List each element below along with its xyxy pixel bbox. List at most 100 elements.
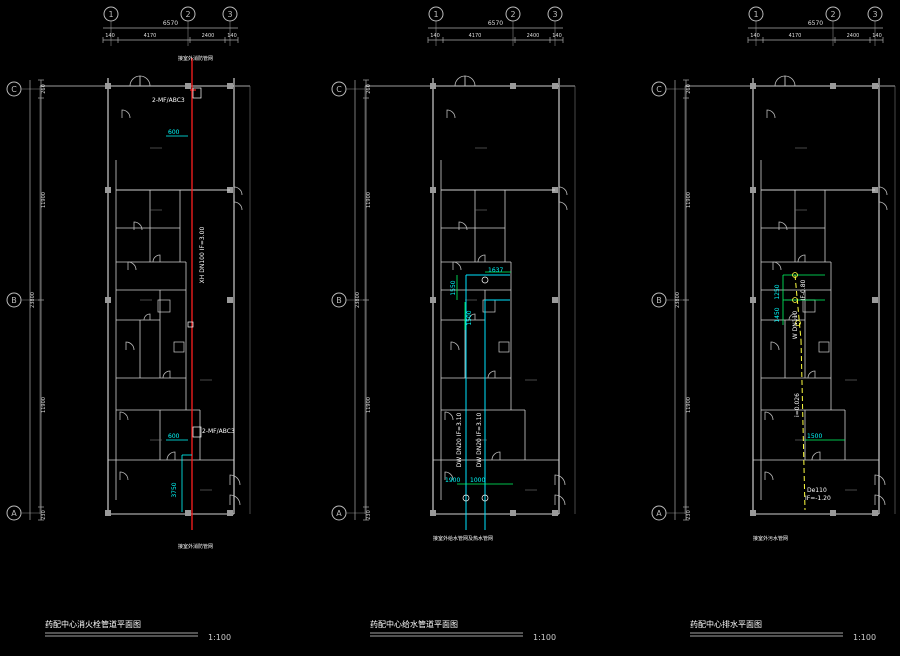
dim-text: 23800 (355, 292, 361, 308)
annotation: W DN110 (792, 311, 799, 340)
door-swing (127, 261, 137, 271)
door-swing (143, 313, 151, 321)
annotation: i=0.026 (794, 393, 801, 417)
dim-text: 11900 (41, 192, 47, 208)
column-post (185, 83, 191, 89)
drain-pipe (794, 274, 802, 341)
dim-text: 4170 (789, 33, 802, 39)
door-swing (233, 201, 243, 211)
annotation: 1550 (450, 280, 457, 295)
annotation: DW DN20 IF=3.10 (476, 412, 483, 467)
valve-symbol (481, 494, 489, 502)
column-post (105, 83, 111, 89)
drawing-title: 药配中心消火栓管道平面图 (45, 619, 141, 629)
door-swing (450, 341, 460, 351)
dim-text: 230 (41, 510, 47, 520)
door-swing (778, 221, 788, 231)
door-swing (811, 451, 821, 461)
door-swing (129, 75, 141, 87)
annotation: 1900 (445, 477, 460, 484)
equipment-box (498, 341, 510, 353)
column-post (872, 297, 878, 303)
door-swing (121, 109, 131, 119)
door-swing (766, 109, 776, 119)
door-swing (874, 474, 886, 486)
door-swing (464, 75, 476, 87)
dim-text: 11900 (686, 192, 692, 208)
door-swing (491, 451, 501, 461)
door-swing (554, 474, 566, 486)
door-swing (454, 75, 466, 87)
grid-row-label: C (11, 85, 17, 94)
dim-text: 140 (750, 33, 760, 39)
dim-text: 2400 (527, 33, 540, 39)
drawing-title: 药配中心排水平面图 (690, 619, 762, 629)
valve-symbol (187, 321, 194, 328)
annotation: 接室外消防管网 (178, 543, 213, 550)
grid-col-label: 3 (227, 10, 232, 19)
dim-text: 23800 (30, 292, 36, 308)
annotation: 600 (168, 129, 180, 136)
grid-row-label: C (336, 85, 342, 94)
grid-col-label: 2 (510, 10, 515, 19)
grid-row-label: A (336, 509, 342, 518)
grid-col-label: 2 (185, 10, 190, 19)
column-post (105, 297, 111, 303)
dim-text: 230 (686, 510, 692, 520)
dim-text: 2400 (202, 33, 215, 39)
door-swing (558, 201, 568, 211)
annotation: 1500 (466, 310, 473, 325)
equipment-box (173, 341, 185, 353)
annotation: 1500 (807, 433, 822, 440)
dim-text: 140 (552, 33, 562, 39)
drawing-scale: 1:100 (853, 633, 876, 642)
grid-col-label: 2 (830, 10, 835, 19)
grid-col-label: 3 (552, 10, 557, 19)
column-post (185, 510, 191, 516)
annotation: DW DN20 IF=3.10 (456, 412, 463, 467)
annotation: 3750 (171, 482, 178, 497)
floor-drain (792, 297, 798, 303)
dim-text: 4170 (469, 33, 482, 39)
valve-symbol (481, 276, 489, 284)
door-swing (166, 451, 176, 461)
grid-row-label: C (656, 85, 662, 94)
column-post (510, 83, 516, 89)
dim-text: 260 (366, 84, 372, 94)
door-swing (784, 75, 796, 87)
annotation: XH DN100 IF=3.00 (199, 227, 206, 284)
annotation: 1000 (470, 477, 485, 484)
dim-text: 260 (41, 84, 47, 94)
grid-row-label: B (656, 296, 662, 305)
grid-col-label: 3 (872, 10, 877, 19)
dim-text: 11900 (366, 397, 372, 413)
fire-cabinet (192, 87, 202, 99)
column-post (750, 83, 756, 89)
door-swing (229, 494, 241, 506)
door-swing (444, 471, 454, 481)
column-post (430, 297, 436, 303)
door-swing (764, 411, 774, 421)
annotation: 1637 (488, 267, 503, 274)
annotation: De110 (807, 487, 827, 494)
column-post (750, 297, 756, 303)
column-post (227, 510, 233, 516)
door-swing (774, 75, 786, 87)
annotation: 2-MF/ABC3 (202, 428, 235, 435)
door-swing (458, 221, 468, 231)
door-swing (162, 370, 171, 379)
grid-col-label: 1 (108, 10, 113, 19)
dim-text: 11900 (366, 192, 372, 208)
door-swing (468, 313, 476, 321)
door-swing (874, 494, 886, 506)
annotation: 1450 (774, 307, 781, 322)
dim-text: 11900 (686, 397, 692, 413)
column-post (552, 83, 558, 89)
dim-text: 140 (227, 33, 237, 39)
door-swing (452, 261, 462, 271)
floor-drain (792, 272, 798, 278)
door-swing (770, 341, 780, 351)
door-swing (764, 471, 774, 481)
column-post (430, 187, 436, 193)
